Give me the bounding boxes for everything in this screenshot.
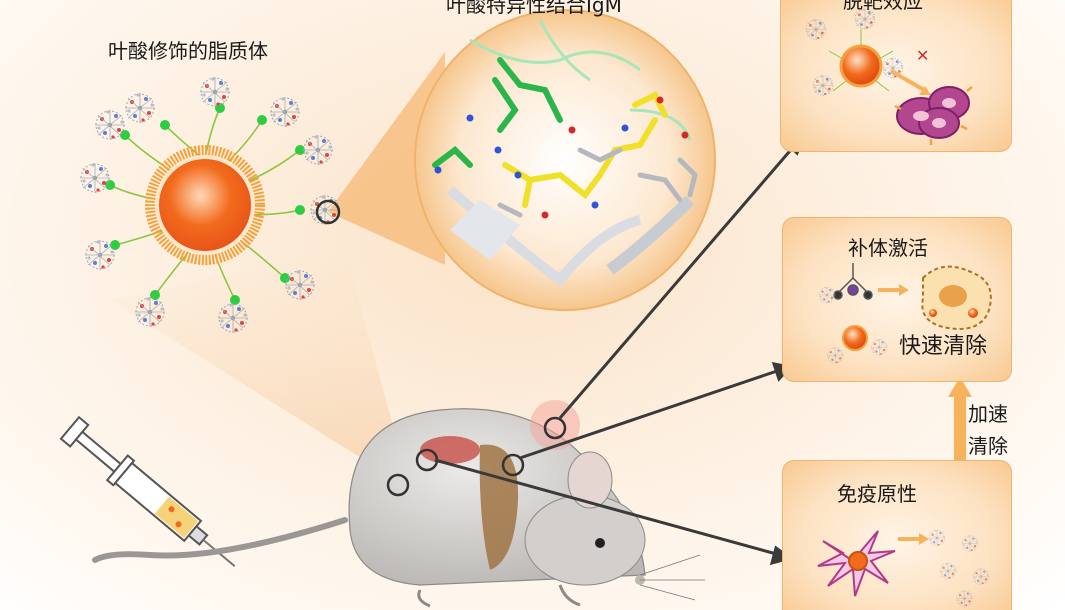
immunogenicity-graphic	[817, 529, 990, 608]
igm-title: 叶酸特异性结合IgM	[446, 0, 622, 17]
immunogenicity-label: 免疫原性	[837, 482, 917, 506]
off-target-label: 脱靶效应	[843, 0, 923, 13]
cancel-mark-icon: ✕	[916, 46, 929, 65]
immunogenicity-box: 免疫原性	[782, 460, 1012, 610]
off-target-graphic: ✕	[805, 8, 973, 145]
rapid-clear-label: 快速清除	[899, 334, 988, 359]
focus-cone	[110, 250, 405, 470]
off-target-box: ✕ 脱靶效应	[780, 0, 1012, 152]
mouse-illustration	[92, 400, 705, 608]
accelerate-clear-line1: 加速	[968, 402, 1008, 426]
tumor-marker	[543, 416, 567, 440]
liposome-title: 叶酸修饰的脂质体	[108, 39, 268, 63]
cancer-cell-icon	[894, 86, 973, 145]
protein-structure	[414, 9, 716, 311]
folate-liposome	[79, 76, 341, 334]
spleen-marker	[501, 453, 525, 477]
complement-label: 补体激活	[848, 236, 928, 260]
zoom-cone	[328, 52, 445, 265]
igm-antibody-icon	[833, 263, 873, 300]
liposome-zoom-marker	[315, 199, 341, 225]
macrophage-icon	[921, 265, 992, 330]
accelerate-clear-line2: 清除	[968, 434, 1008, 458]
complement-box: 补体激活 快速清除	[782, 217, 1012, 382]
injection-site-marker	[386, 473, 410, 497]
dendritic-cell-icon	[817, 530, 896, 597]
complement-graphic	[818, 263, 992, 365]
syringe-icon	[59, 415, 236, 567]
